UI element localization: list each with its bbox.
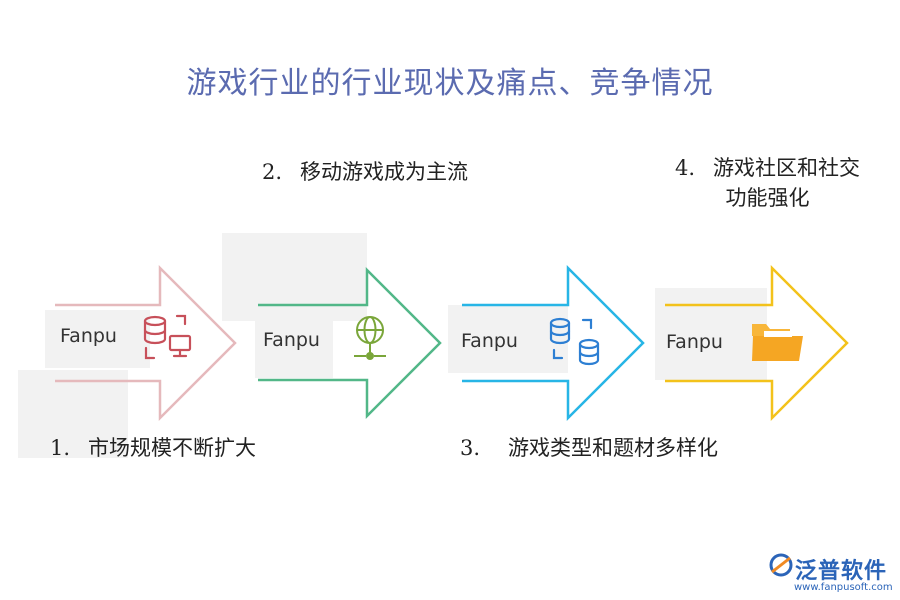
gray-panel-3 <box>448 305 568 373</box>
step-3-label: 3. 游戏类型和题材多样化 <box>460 432 718 462</box>
database-monitor-icon <box>143 314 192 360</box>
step-2-label: 2. 移动游戏成为主流 <box>262 156 468 186</box>
page-title: 游戏行业的行业现状及痛点、竞争情况 <box>186 66 714 101</box>
fanpu-text-1: Fanpu <box>60 325 117 347</box>
step-3-text: 游戏类型和题材多样化 <box>508 436 719 460</box>
fanpu-text-2: Fanpu <box>263 329 320 351</box>
step-3-number: 3. <box>460 436 481 460</box>
arrow-step-2 <box>258 266 442 420</box>
fanpu-text-3: Fanpu <box>461 330 518 352</box>
arrow-step-3 <box>462 264 645 422</box>
step-2-number: 2. <box>262 160 283 184</box>
gray-panel-2b <box>255 320 333 378</box>
gray-panel-1b <box>18 370 128 458</box>
logo-name: 泛普软件 <box>795 559 888 584</box>
arrow-step-4 <box>665 264 849 422</box>
step-4-text-line2: 功能强化 <box>725 186 810 210</box>
step-4-label: 4. 游戏社区和社交 功能强化 <box>660 153 875 213</box>
fanpu-logo-icon <box>769 553 793 577</box>
gray-panel-2a <box>222 233 367 321</box>
step-4-text-line1: 游戏社区和社交 <box>713 156 861 180</box>
step-1-text: 市场规模不断扩大 <box>88 436 257 460</box>
gray-panel-4 <box>655 288 767 380</box>
gray-panel-1a <box>45 310 150 368</box>
arrow-step-1 <box>55 264 237 422</box>
database-sync-icon <box>549 317 600 366</box>
step-4-number: 4. <box>674 156 696 180</box>
step-1-label: 1. 市场规模不断扩大 <box>50 432 256 462</box>
step-2-text: 移动游戏成为主流 <box>300 160 469 184</box>
step-1-number: 1. <box>50 436 71 460</box>
logo-url: www.fanpusoft.com <box>794 582 893 593</box>
fanpu-text-4: Fanpu <box>666 331 723 353</box>
network-globe-icon <box>354 316 386 360</box>
folder-icon <box>752 324 803 361</box>
